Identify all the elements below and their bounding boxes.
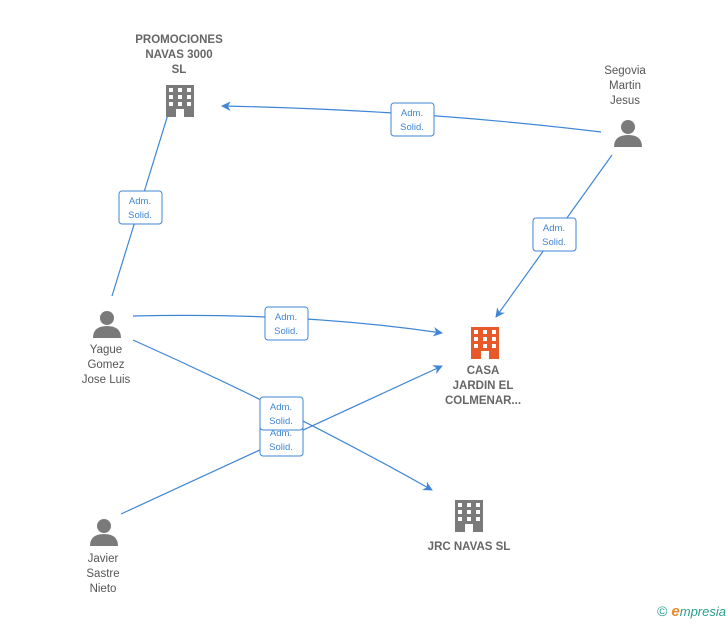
brand-name: mpresia	[679, 604, 726, 619]
brand-initial: e	[671, 603, 680, 620]
person-icon[interactable]	[90, 519, 118, 546]
person-icon[interactable]	[614, 120, 642, 147]
edge-label-line1: Adm.	[270, 428, 292, 439]
edge-label-line2: Solid.	[542, 237, 566, 248]
node-label-line: COLMENAR...	[444, 395, 522, 407]
edge-label-line2: Solid.	[274, 326, 298, 337]
node-label-line: NAVAS 3000	[145, 49, 213, 61]
edge-label-line1: Adm.	[129, 196, 151, 207]
copyright-symbol: ©	[657, 603, 668, 619]
node-label-segovia[interactable]: Segovia Martin Jesus	[590, 64, 660, 109]
node-label-line: Gomez	[87, 359, 125, 371]
edge-label-line1: Adm.	[401, 108, 423, 119]
node-label-line: SL	[171, 64, 187, 76]
node-label-line: Javier	[87, 553, 119, 565]
node-label-promociones[interactable]: PROMOCIONES NAVAS 3000 SL	[129, 33, 229, 78]
node-label-line: Jose Luis	[81, 374, 131, 386]
edge-label-yague-promociones[interactable]: Adm. Solid.	[118, 190, 163, 225]
edge-label-yague-jrc[interactable]: Adm. Solid.	[259, 396, 304, 431]
edge-label-segovia-promociones[interactable]: Adm. Solid.	[390, 102, 435, 137]
node-label-jrc[interactable]: JRC NAVAS SL	[414, 540, 524, 555]
node-label-line: Nieto	[89, 583, 117, 595]
node-label-line: Sastre	[86, 568, 120, 580]
footer-brand: ©empresia	[657, 603, 726, 620]
edge-label-line2: Solid.	[269, 442, 293, 453]
edge-label-line2: Solid.	[269, 416, 293, 427]
node-label-javier[interactable]: Javier Sastre Nieto	[68, 552, 138, 597]
edge-label-segovia-casa[interactable]: Adm. Solid.	[532, 217, 577, 252]
node-label-line: Yague	[89, 344, 123, 356]
edge-label-yague-casa[interactable]: Adm. Solid.	[264, 306, 309, 341]
node-label-casa[interactable]: CASA JARDIN EL COLMENAR...	[433, 364, 533, 409]
node-label-line: Segovia	[604, 65, 646, 77]
node-label-yague[interactable]: Yague Gomez Jose Luis	[68, 343, 144, 388]
node-label-line: Martin	[609, 80, 641, 92]
edge-label-line1: Adm.	[270, 402, 292, 413]
edge-label-line2: Solid.	[128, 210, 152, 221]
building-icon[interactable]	[166, 85, 194, 117]
edge-label-line1: Adm.	[543, 223, 565, 234]
edge-label-line2: Solid.	[400, 122, 424, 133]
node-label-line: CASA	[466, 365, 500, 377]
building-icon[interactable]	[471, 327, 499, 359]
person-icon[interactable]	[93, 311, 121, 338]
node-label-line: JRC NAVAS SL	[427, 541, 511, 553]
node-label-line: PROMOCIONES	[135, 34, 223, 46]
building-icon[interactable]	[455, 500, 483, 532]
node-label-line: Jesus	[609, 95, 641, 107]
node-label-line: JARDIN EL	[452, 380, 514, 392]
edge-label-line1: Adm.	[275, 312, 297, 323]
